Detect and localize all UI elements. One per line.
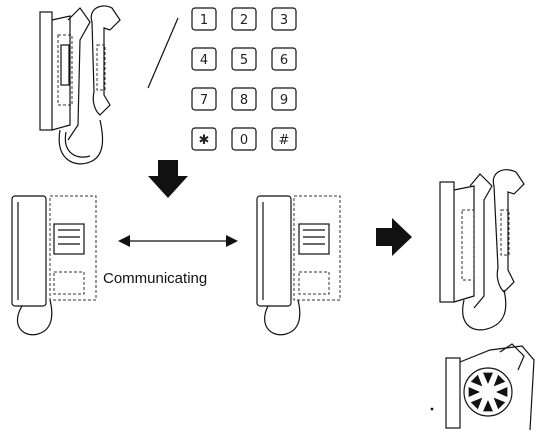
- keypad-key-6: [271, 47, 297, 71]
- right-arrow-icon: [376, 218, 412, 256]
- phone-left-hung: [11, 195, 97, 336]
- double-arrow-icon: [118, 235, 238, 247]
- communicating-label: Communicating: [103, 270, 207, 287]
- keypad: 1 2 3 4 5 6 7 8 9 ✱ 0 #: [191, 7, 297, 151]
- grille-segment: [483, 372, 493, 384]
- keypad-key-label: #: [279, 133, 290, 148]
- keypad-key-label: 4: [200, 53, 208, 68]
- grille-segment: [470, 374, 483, 387]
- keypad-key-label: 8: [240, 93, 248, 108]
- handset-cradle-detail: [445, 343, 535, 431]
- grille-segment: [470, 397, 483, 410]
- keypad-key-2: [231, 7, 257, 31]
- keypad-key-8: [231, 87, 257, 111]
- grille-segment: [483, 400, 493, 412]
- speaker-grille: [468, 372, 508, 412]
- dot-mark: [430, 407, 434, 411]
- keypad-key-1: [191, 7, 217, 31]
- keypad-key-4: [191, 47, 217, 71]
- keypad-key-label: 0: [240, 133, 248, 148]
- grille-segment: [493, 374, 506, 387]
- grille-segment: [493, 397, 506, 410]
- keypad-key-10: [191, 127, 217, 151]
- down-arrow-icon: [148, 160, 188, 198]
- keypad-key-label: ✱: [199, 133, 210, 148]
- separator-slash: [147, 17, 179, 89]
- keypad-key-5: [231, 47, 257, 71]
- keypad-key-label: 1: [200, 13, 208, 28]
- phone-right-hung: [256, 195, 341, 336]
- grille-segment: [496, 387, 508, 397]
- keypad-key-3: [271, 7, 297, 31]
- grille-segment: [468, 387, 480, 397]
- keypad-key-label: 9: [280, 93, 288, 108]
- keypad-key-9: [271, 87, 297, 111]
- keypad-key-label: 6: [280, 53, 288, 68]
- keypad-key-12: [271, 127, 297, 151]
- keypad-key-label: 3: [280, 13, 288, 28]
- keypad-key-label: 2: [240, 13, 248, 28]
- keypad-key-11: [231, 127, 257, 151]
- keypad-key-label: 7: [200, 93, 208, 108]
- keypad-key-label: 5: [240, 53, 248, 68]
- keypad-key-7: [191, 87, 217, 111]
- phone-handset-replaced: [439, 169, 525, 331]
- phone-handset-lifted: [39, 5, 121, 165]
